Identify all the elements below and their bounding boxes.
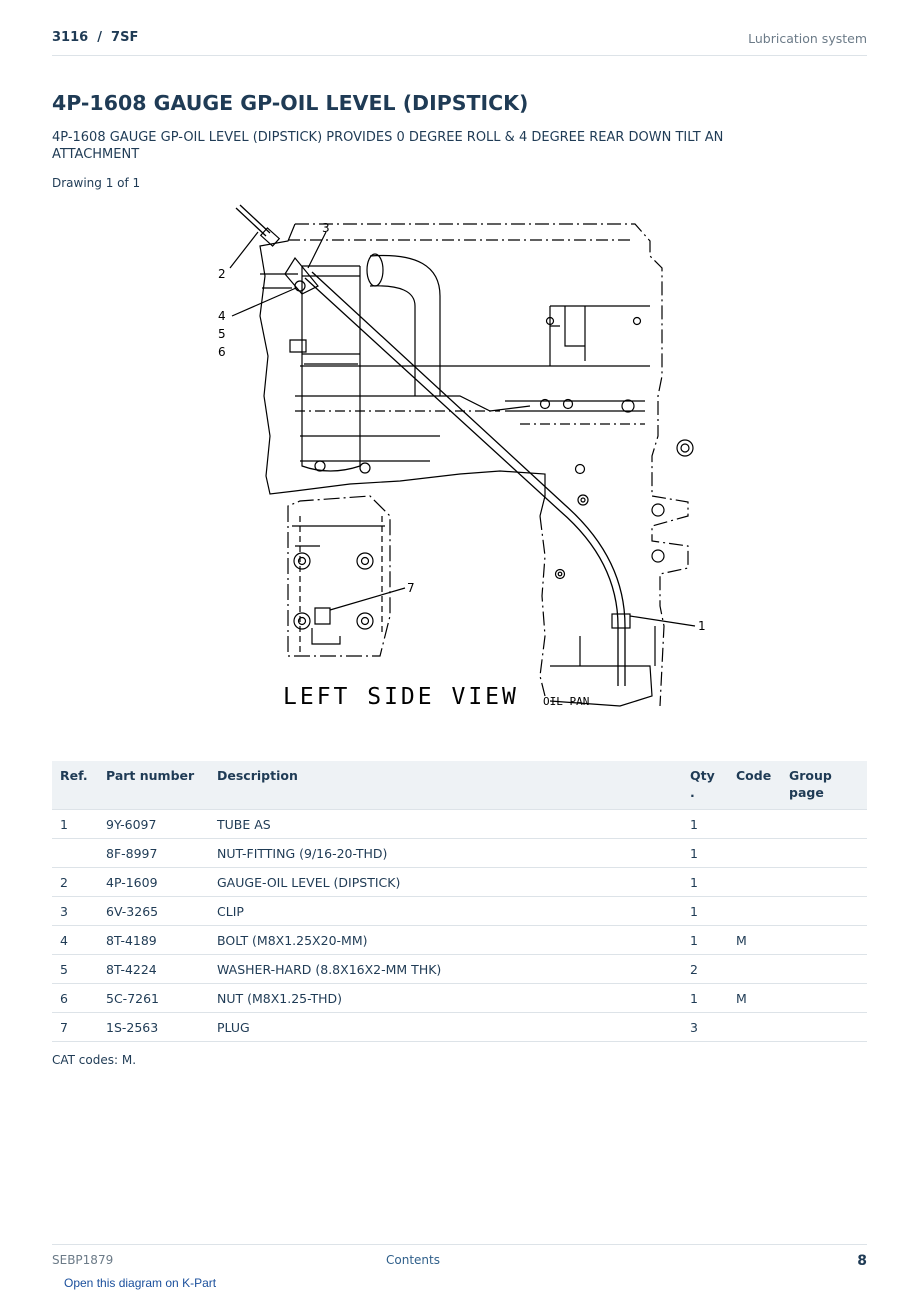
table-row: 4 8T-4189 BOLT (M8X1.25X20-MM) 1 M xyxy=(52,925,867,955)
table-header-row: Ref. Part number Description Qty . Code … xyxy=(52,761,867,810)
col-description: Description xyxy=(209,761,682,810)
callout-7: 7 xyxy=(407,581,415,595)
cell-description: GAUGE-OIL LEVEL (DIPSTICK) xyxy=(209,867,682,897)
cell-qty: 2 xyxy=(682,954,728,984)
contents-link[interactable]: Contents xyxy=(386,1253,440,1267)
cell-ref: 7 xyxy=(52,1012,98,1042)
page-title: 4P-1608 GAUGE GP-OIL LEVEL (DIPSTICK) xyxy=(52,91,529,115)
table-row: 3 6V-3265 CLIP 1 xyxy=(52,896,867,926)
cell-group-page xyxy=(781,838,867,868)
col-ref: Ref. xyxy=(52,761,98,810)
cat-codes-note: CAT codes: M. xyxy=(52,1053,137,1067)
cell-group-page xyxy=(781,954,867,984)
callout-4: 4 xyxy=(218,309,226,323)
cell-code: M xyxy=(728,925,781,955)
cell-ref: 6 xyxy=(52,983,98,1013)
table-row: 2 4P-1609 GAUGE-OIL LEVEL (DIPSTICK) 1 xyxy=(52,867,867,897)
callout-6: 6 xyxy=(218,345,226,359)
col-code: Code xyxy=(728,761,781,810)
document-id: SEBP1879 xyxy=(52,1253,114,1267)
cell-code xyxy=(728,838,781,868)
table-row: 5 8T-4224 WASHER-HARD (8.8X16X2-MM THK) … xyxy=(52,954,867,984)
kpart-diagram-link[interactable]: Open this diagram on K-Part xyxy=(64,1276,217,1290)
cell-qty: 1 xyxy=(682,925,728,955)
cell-group-page xyxy=(781,983,867,1013)
cell-group-page xyxy=(781,925,867,955)
callout-3: 3 xyxy=(322,221,330,235)
cell-group-page xyxy=(781,867,867,897)
cell-part-number: 9Y-6097 xyxy=(98,809,209,839)
cell-description: BOLT (M8X1.25X20-MM) xyxy=(209,925,682,955)
table-row: 7 1S-2563 PLUG 3 xyxy=(52,1012,867,1042)
cell-qty: 1 xyxy=(682,896,728,926)
cell-code: M xyxy=(728,983,781,1013)
col-group-page: Group page xyxy=(781,761,867,810)
model-label: 3116 / 7SF xyxy=(52,30,139,45)
page-footer: SEBP1879 Contents 8 xyxy=(52,1244,867,1274)
callout-1: 1 xyxy=(698,619,706,633)
col-qty: Qty . xyxy=(682,761,728,810)
oil-pan-label: OIL PAN xyxy=(543,695,589,708)
callout-5: 5 xyxy=(218,327,226,341)
table-row: 1 9Y-6097 TUBE AS 1 xyxy=(52,809,867,839)
cell-code xyxy=(728,867,781,897)
parts-diagram[interactable]: 2 3 4 5 6 7 1 LEFT SIDE VIEW OIL PAN xyxy=(200,196,720,726)
cell-ref: 3 xyxy=(52,896,98,926)
cell-description: NUT (M8X1.25-THD) xyxy=(209,983,682,1013)
cell-qty: 1 xyxy=(682,983,728,1013)
cell-description: WASHER-HARD (8.8X16X2-MM THK) xyxy=(209,954,682,984)
cell-part-number: 1S-2563 xyxy=(98,1012,209,1042)
cell-description: PLUG xyxy=(209,1012,682,1042)
cell-code xyxy=(728,954,781,984)
cell-description: NUT-FITTING (9/16-20-THD) xyxy=(209,838,682,868)
section-label: Lubrication system xyxy=(748,31,867,46)
table-row: 8F-8997 NUT-FITTING (9/16-20-THD) 1 xyxy=(52,838,867,868)
cell-description: CLIP xyxy=(209,896,682,926)
cell-part-number: 8T-4224 xyxy=(98,954,209,984)
col-part-number: Part number xyxy=(98,761,209,810)
cell-part-number: 4P-1609 xyxy=(98,867,209,897)
cell-ref: 5 xyxy=(52,954,98,984)
cell-code xyxy=(728,896,781,926)
cell-qty: 1 xyxy=(682,838,728,868)
cell-part-number: 5C-7261 xyxy=(98,983,209,1013)
cell-ref: 1 xyxy=(52,809,98,839)
view-label: LEFT SIDE VIEW xyxy=(283,684,519,710)
cell-qty: 1 xyxy=(682,867,728,897)
parts-table: Ref. Part number Description Qty . Code … xyxy=(52,761,867,1042)
cell-qty: 3 xyxy=(682,1012,728,1042)
cell-group-page xyxy=(781,809,867,839)
callout-2: 2 xyxy=(218,267,226,281)
cell-code xyxy=(728,809,781,839)
cell-ref xyxy=(52,838,98,868)
cell-group-page xyxy=(781,1012,867,1042)
cell-ref: 2 xyxy=(52,867,98,897)
cell-part-number: 8T-4189 xyxy=(98,925,209,955)
cell-qty: 1 xyxy=(682,809,728,839)
cell-description: TUBE AS xyxy=(209,809,682,839)
cell-group-page xyxy=(781,896,867,926)
drawing-label: Drawing 1 of 1 xyxy=(52,176,141,190)
cell-code xyxy=(728,1012,781,1042)
cell-ref: 4 xyxy=(52,925,98,955)
cell-part-number: 6V-3265 xyxy=(98,896,209,926)
page-header: 3116 / 7SF Lubrication system xyxy=(52,28,867,56)
cell-part-number: 8F-8997 xyxy=(98,838,209,868)
table-row: 6 5C-7261 NUT (M8X1.25-THD) 1 M xyxy=(52,983,867,1013)
page-subtitle: 4P-1608 GAUGE GP-OIL LEVEL (DIPSTICK) PR… xyxy=(52,130,724,162)
page-number: 8 xyxy=(857,1253,867,1269)
